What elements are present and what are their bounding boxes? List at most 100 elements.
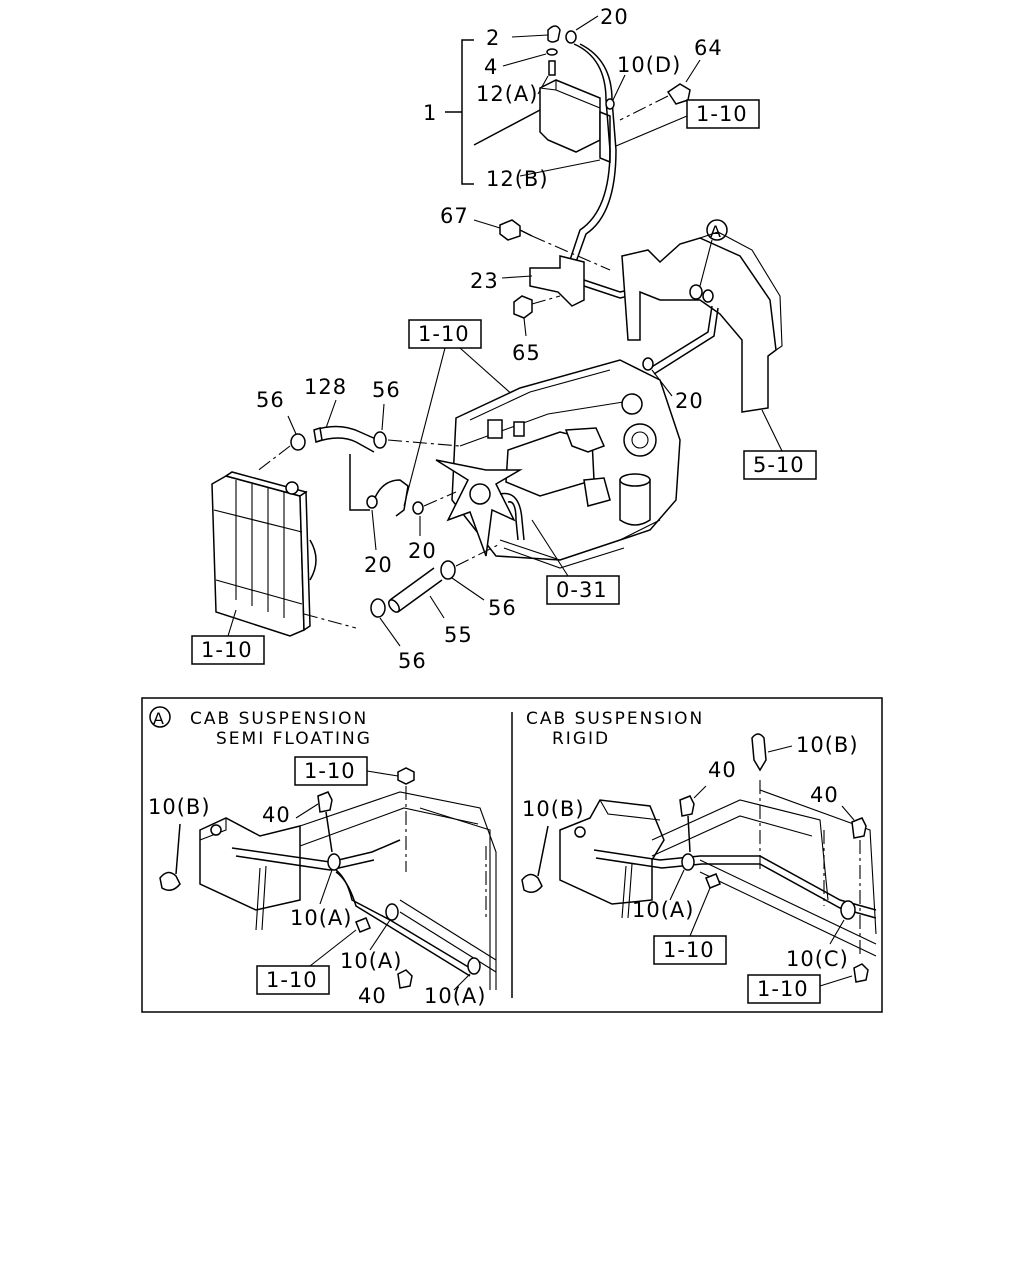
left-caption-1: CAB SUSPENSION: [190, 709, 368, 729]
bracket-23: [529, 255, 585, 307]
ref-box-left-bottom: [256, 965, 330, 995]
bolt-40-right-a: [679, 795, 695, 817]
label-l40a: 40: [262, 803, 291, 827]
clamp-56-c: [370, 598, 386, 618]
ref-box-0-31: [546, 575, 620, 605]
label-56-a: 56: [256, 388, 285, 412]
washer: [546, 48, 558, 56]
label-l10a2: 10(A): [340, 949, 402, 973]
label-55: 55: [444, 623, 473, 647]
label-r10c: 10(C): [786, 947, 849, 971]
label-r10a: 10(A): [632, 898, 694, 922]
clip-10a-1: [327, 853, 341, 871]
fitting-64: [666, 83, 691, 105]
ref-top-text: 1-10: [696, 102, 748, 126]
label-r40b: 40: [810, 783, 839, 807]
bolt-40-left: [317, 791, 333, 813]
clamp-a2: [702, 289, 714, 303]
clip-10d: [605, 98, 615, 110]
label-2: 2: [486, 26, 500, 50]
chassis-frame: [621, 237, 777, 413]
reservoir-tank: [539, 79, 601, 153]
nut-65: [513, 295, 533, 319]
elbow-fitting: [547, 25, 561, 43]
clip-10b-right-top: [751, 733, 767, 772]
ref-box-left-top: [294, 756, 368, 786]
label-20-top: 20: [600, 5, 629, 29]
hose-55: [388, 599, 400, 613]
ref-left-bottom-text: 1-10: [266, 968, 318, 992]
label-r10b-left: 10(B): [522, 797, 585, 821]
label-20-center: 20: [408, 539, 437, 563]
ref-box-mid: [408, 319, 482, 349]
detail-marker-text: A: [153, 709, 165, 728]
nut-left-bottom: [355, 917, 371, 933]
bolt-40-left-bottom: [397, 969, 413, 989]
clip-10a-2: [385, 903, 399, 921]
clip-10b-right-left: [521, 873, 543, 893]
detail-panel: A CAB SUSPENSION SEMI FLOATING 1-10 10: [141, 697, 883, 1013]
right-detail-drawing: [559, 789, 877, 957]
nut-right-bottom: [853, 963, 869, 983]
label-l10a3: 10(A): [424, 984, 486, 1008]
bolt-67: [499, 219, 521, 241]
ref-right-bottom-text: 1-10: [757, 977, 809, 1001]
label-65: 65: [512, 341, 541, 365]
hose-128: [313, 427, 323, 443]
ref-mid-text: 1-10: [418, 322, 470, 346]
label-l10a1: 10(A): [290, 906, 352, 930]
label-4: 4: [484, 55, 498, 79]
clamp-a1: [689, 284, 703, 300]
ref-5-10-text: 5-10: [753, 453, 805, 477]
label-56-c: 56: [398, 649, 427, 673]
upper-assembly: 1 2 4 12(A) 12(B) 20 10(D): [191, 5, 817, 673]
left-detail-drawing: [199, 791, 497, 990]
ref-left-top-text: 1-10: [304, 759, 356, 783]
label-10d: 10(D): [617, 53, 681, 77]
nut-left-top: [397, 767, 415, 785]
ref-radiator-text: 1-10: [201, 638, 253, 662]
label-20-mid: 20: [675, 389, 704, 413]
right-caption-2: RIGID: [552, 729, 610, 749]
label-56-b: 56: [372, 378, 401, 402]
callout-a-text: A: [710, 222, 722, 241]
ref-right-mid-text: 1-10: [663, 938, 715, 962]
group-bracket: [461, 39, 474, 185]
label-1: 1: [423, 101, 437, 125]
detail-marker-a: [149, 706, 171, 728]
ref-box-right-mid: [653, 935, 727, 965]
label-12a: 12(A): [476, 82, 538, 106]
right-caption-1: CAB SUSPENSION: [526, 709, 704, 729]
clamp-20-center: [412, 501, 424, 515]
left-caption-2: SEMI FLOATING: [216, 729, 372, 749]
ref-box-5-10: [743, 450, 817, 480]
label-r10b-top: 10(B): [796, 733, 859, 757]
label-23: 23: [470, 269, 499, 293]
ref-box-right-bottom: [747, 974, 821, 1004]
label-l10b: 10(B): [148, 795, 211, 819]
clamp-20-left: [366, 495, 378, 509]
bolt-40-right-b: [851, 817, 867, 839]
detail-frame: [141, 697, 883, 1013]
label-r40a: 40: [708, 758, 737, 782]
pin: [548, 60, 556, 76]
clip-10a-right: [681, 853, 695, 871]
label-12b: 12(B): [486, 167, 549, 191]
ref-0-31-text: 0-31: [556, 578, 608, 602]
radiator: [211, 471, 317, 637]
nut-right-mid: [705, 873, 721, 889]
overflow-hose: [569, 43, 611, 261]
hose-clamp-mid: [642, 357, 654, 371]
label-128: 128: [304, 375, 347, 399]
fan: [435, 459, 523, 557]
label-20-left: 20: [364, 553, 393, 577]
ref-box-top: [686, 99, 760, 129]
label-l40b: 40: [358, 984, 387, 1008]
callout-a: [706, 219, 728, 241]
clip-10c: [840, 900, 856, 920]
ref-box-radiator: [191, 635, 265, 665]
clip-10b-left: [159, 871, 181, 891]
label-64: 64: [694, 36, 723, 60]
clamp-56-b: [373, 431, 387, 449]
